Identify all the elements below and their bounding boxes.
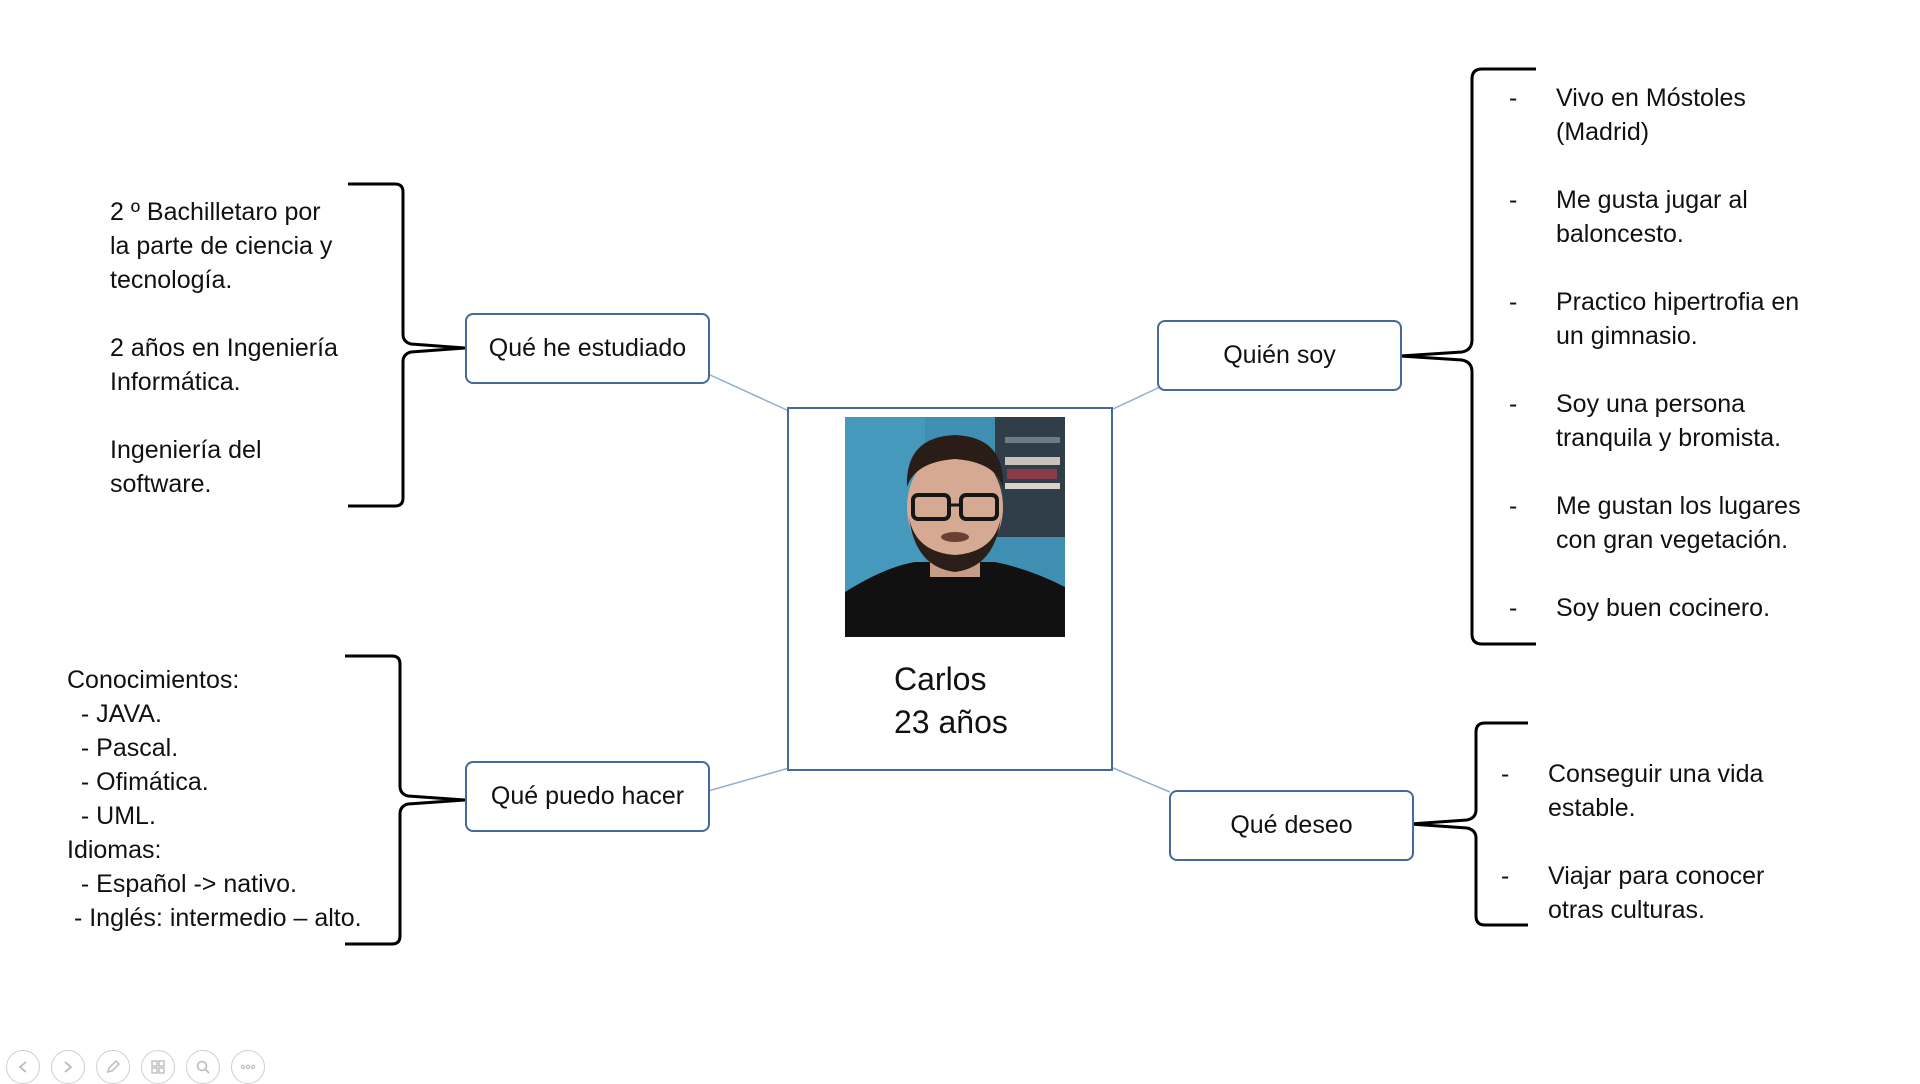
- wish-item: - Conseguir una vida estable.: [1501, 757, 1764, 825]
- more-icon[interactable]: [231, 1050, 265, 1084]
- who-item: - Practico hipertrofia en un gimnasio.: [1509, 285, 1801, 353]
- who-item: - Me gustan los lugares con gran vegetac…: [1509, 489, 1801, 557]
- studied-line: 2 º Bachilletaro por: [110, 198, 321, 226]
- connector-can-do: [707, 767, 790, 792]
- who-line: con gran vegetación.: [1556, 526, 1789, 554]
- studied-line: 2 años en Ingeniería: [110, 334, 338, 362]
- studied-item: Ingeniería del software.: [110, 433, 338, 501]
- can-do-line: - UML.: [67, 802, 156, 830]
- node-wish-label: Qué deseo: [1230, 811, 1353, 839]
- bullet-dash: -: [1501, 862, 1510, 890]
- bullet-dash: -: [1501, 760, 1510, 788]
- who-line: Soy una persona: [1556, 390, 1746, 418]
- bullet-dash: -: [1509, 186, 1518, 214]
- zoom-icon[interactable]: [186, 1050, 220, 1084]
- node-can-do: Qué puedo hacer: [465, 761, 710, 832]
- can-do-line: - JAVA.: [67, 700, 162, 728]
- connector-studied: [707, 373, 790, 412]
- node-studied-label: Qué he estudiado: [488, 334, 687, 362]
- can-do-line: - Ofimática.: [67, 768, 209, 796]
- can-do-details: Conocimientos: - JAVA. - Pascal. - Ofimá…: [67, 663, 362, 935]
- pen-icon[interactable]: [96, 1050, 130, 1084]
- previous-icon[interactable]: [6, 1050, 40, 1084]
- node-who-label: Quién soy: [1223, 341, 1336, 369]
- who-line: Me gusta jugar al: [1556, 186, 1748, 214]
- who-line: un gimnasio.: [1556, 322, 1698, 350]
- node-wish: Qué deseo: [1169, 790, 1414, 861]
- studied-line: tecnología.: [110, 266, 233, 294]
- slides-icon[interactable]: [141, 1050, 175, 1084]
- node-who: Quién soy: [1157, 320, 1402, 391]
- wish-details: - Conseguir una vida estable. - Viajar p…: [1501, 757, 1764, 927]
- who-item: - Soy una persona tranquila y bromista.: [1509, 387, 1801, 455]
- can-do-line: - Pascal.: [67, 734, 179, 762]
- who-details: - Vivo en Móstoles (Madrid) - Me gusta j…: [1509, 81, 1801, 625]
- can-do-line: Conocimientos:: [67, 666, 240, 694]
- bullet-dash: -: [1509, 288, 1518, 316]
- profile-photo: [845, 417, 1065, 637]
- next-icon[interactable]: [51, 1050, 85, 1084]
- node-can-do-label: Qué puedo hacer: [490, 782, 685, 810]
- bullet-dash: -: [1509, 84, 1518, 112]
- profile-name: Carlos: [894, 661, 987, 697]
- profile-age: 23 años: [894, 704, 1008, 740]
- who-item: - Me gusta jugar al baloncesto.: [1509, 183, 1801, 251]
- can-do-line: - Español -> nativo.: [67, 870, 297, 898]
- studied-line: la parte de ciencia y: [110, 232, 333, 260]
- bullet-dash: -: [1509, 492, 1518, 520]
- studied-details: 2 º Bachilletaro por la parte de ciencia…: [110, 195, 338, 501]
- can-do-line: - Inglés: intermedio – alto.: [67, 904, 362, 932]
- who-line: Practico hipertrofia en: [1556, 288, 1800, 316]
- connector-wish: [1112, 767, 1171, 793]
- studied-line: Informática.: [110, 368, 241, 396]
- who-item: - Vivo en Móstoles (Madrid): [1509, 81, 1801, 149]
- wish-line: Viajar para conocer: [1548, 862, 1765, 890]
- studied-line: Ingeniería del: [110, 436, 262, 464]
- slideshow-controls: [6, 1050, 265, 1084]
- who-item: - Soy buen cocinero.: [1509, 591, 1801, 625]
- bullet-dash: -: [1509, 390, 1518, 418]
- connector-who: [1112, 386, 1161, 410]
- studied-line: software.: [110, 470, 212, 498]
- who-line: Vivo en Móstoles: [1556, 84, 1746, 112]
- bracket-studied: [348, 182, 466, 508]
- who-line: Me gustan los lugares: [1556, 492, 1801, 520]
- who-line: Soy buen cocinero.: [1556, 594, 1771, 622]
- who-line: tranquila y bromista.: [1556, 424, 1782, 452]
- wish-line: Conseguir una vida: [1548, 760, 1764, 788]
- center-profile-box: Carlos 23 años: [787, 407, 1113, 771]
- studied-item: 2 º Bachilletaro por la parte de ciencia…: [110, 195, 338, 297]
- bracket-can-do: [345, 654, 466, 946]
- who-line: baloncesto.: [1556, 220, 1684, 248]
- who-line: (Madrid): [1556, 118, 1650, 146]
- wish-line: otras culturas.: [1548, 896, 1706, 924]
- can-do-line: Idiomas:: [67, 836, 162, 864]
- node-studied: Qué he estudiado: [465, 313, 710, 384]
- wish-line: estable.: [1548, 794, 1636, 822]
- bullet-dash: -: [1509, 594, 1518, 622]
- studied-item: 2 años en Ingeniería Informática.: [110, 331, 338, 399]
- wish-item: - Viajar para conocer otras culturas.: [1501, 859, 1764, 927]
